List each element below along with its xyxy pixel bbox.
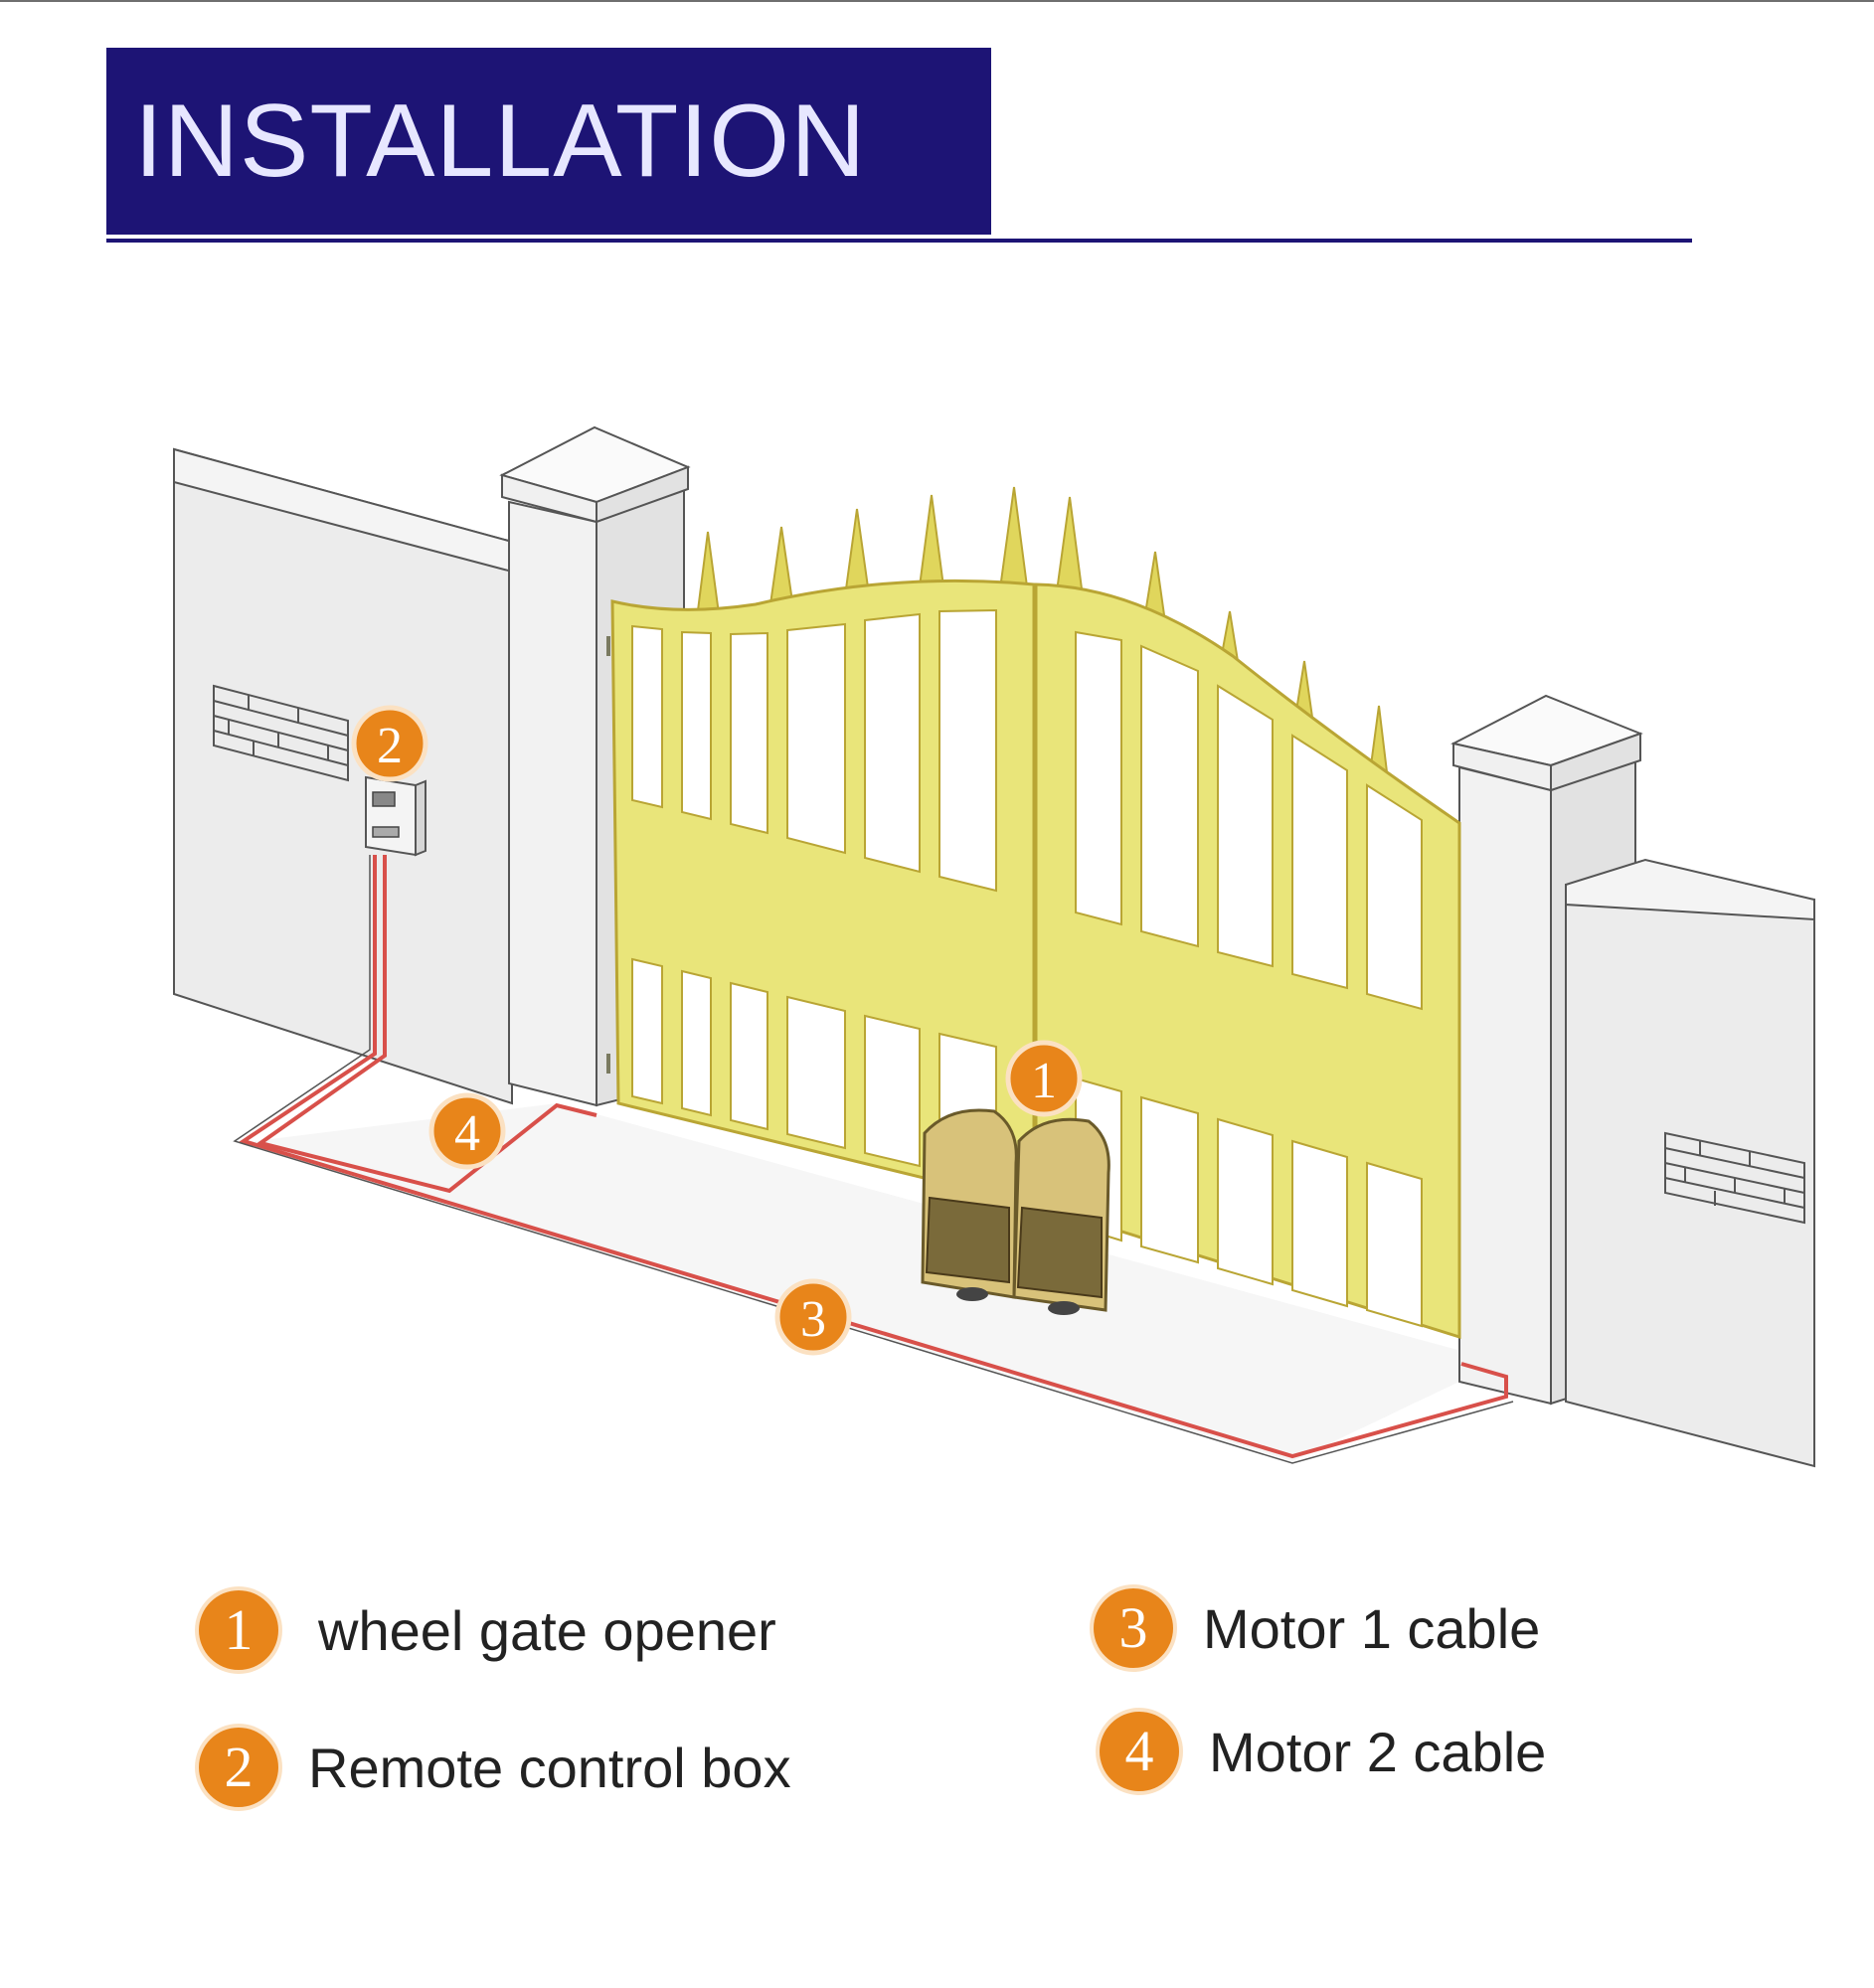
remote-control-box <box>365 775 426 857</box>
callout-3-label: 3 <box>800 1291 826 1348</box>
left-wall-bricks <box>213 684 349 782</box>
wheel-gate-opener-left <box>921 1108 1018 1301</box>
cable-outline <box>233 855 1514 1464</box>
right-wall-bricks <box>1664 1131 1805 1225</box>
callout-2-label: 2 <box>377 718 403 774</box>
title-banner: INSTALLATION <box>106 48 991 235</box>
callout-2: 2 <box>351 705 428 782</box>
right-gate-leaf <box>1034 582 1461 1340</box>
legend-number-3: 3 <box>1094 1588 1173 1668</box>
legend-number-4: 4 <box>1100 1712 1179 1791</box>
callout-3: 3 <box>774 1278 852 1356</box>
right-wall <box>1565 858 1815 1468</box>
callout-4: 4 <box>428 1092 506 1170</box>
ground-area <box>239 1103 1501 1461</box>
left-wall <box>173 447 513 1105</box>
legend-label-1: wheel gate opener <box>318 1599 776 1662</box>
legend-number-1: 1 <box>199 1590 278 1670</box>
callout-1: 1 <box>1005 1040 1083 1117</box>
wheel-gate-opener-right <box>1012 1117 1110 1315</box>
cable-routing <box>239 855 1508 1459</box>
left-gate-leaf <box>610 579 1036 1207</box>
page-title: INSTALLATION <box>134 83 867 199</box>
legend-label-3: Motor 1 cable <box>1203 1597 1541 1660</box>
callout-4-label: 4 <box>454 1105 480 1162</box>
legend-number-2: 2 <box>199 1728 278 1807</box>
legend-label-4: Motor 2 cable <box>1209 1721 1547 1783</box>
top-border <box>0 0 1874 2</box>
legend-label-2: Remote control box <box>308 1737 791 1799</box>
title-underline <box>106 239 1692 243</box>
callout-1-label: 1 <box>1031 1053 1057 1109</box>
